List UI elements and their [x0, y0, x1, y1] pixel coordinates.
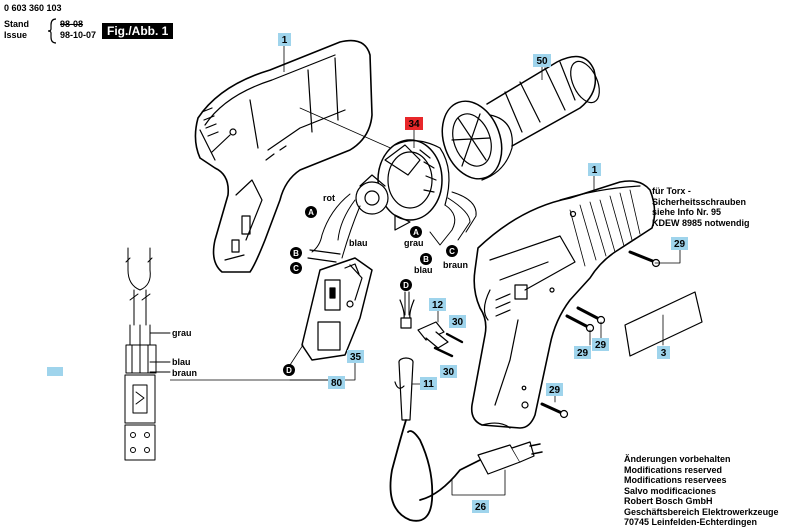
heating-element	[355, 139, 450, 231]
callout-29-d: 29	[546, 383, 563, 396]
footer-note: Änderungen vorbehalten Modifications res…	[624, 454, 779, 527]
marker-b-1: B	[290, 247, 302, 259]
svg-text:26: 26	[475, 502, 487, 513]
callout-34: 34	[405, 117, 423, 148]
cable-with-plug	[389, 291, 543, 522]
legend-swatch	[47, 367, 63, 376]
wire-label-braun-1: braun	[443, 260, 468, 270]
wire-label-blau-1: blau	[349, 238, 368, 248]
callout-29-a: 29	[671, 237, 688, 250]
torx-screws	[540, 250, 661, 419]
part-number: 0 603 360 103	[4, 3, 62, 13]
svg-text:B: B	[293, 249, 299, 258]
nozzle-tube	[486, 55, 600, 147]
stand-date: 98-08	[60, 19, 84, 29]
wire-label-rot: rot	[323, 193, 335, 203]
issue-date: 98-10-07	[60, 30, 97, 40]
marker-a-2: A	[410, 226, 422, 238]
svg-text:30: 30	[443, 367, 455, 378]
svg-text:29: 29	[549, 385, 561, 396]
air-guide	[441, 100, 513, 181]
wire-label-blau-3: blau	[172, 357, 191, 367]
svg-text:1: 1	[592, 165, 598, 176]
svg-text:11: 11	[423, 379, 434, 390]
issue-label: Issue	[4, 30, 28, 40]
callout-26: 26	[472, 500, 489, 513]
callout-1-left: 1	[278, 33, 291, 72]
wire-label-braun-2: braun	[172, 368, 197, 378]
svg-text:D: D	[286, 366, 292, 375]
svg-text:D: D	[403, 281, 409, 290]
wiring-schematic	[124, 247, 171, 461]
svg-text:12: 12	[432, 300, 444, 311]
svg-text:35: 35	[350, 352, 362, 363]
svg-text:C: C	[449, 247, 455, 256]
svg-text:C: C	[293, 264, 299, 273]
callout-11: 11	[420, 377, 437, 390]
marker-c-1: C	[290, 262, 302, 274]
svg-text:80: 80	[331, 378, 343, 389]
callout-3: 3	[657, 346, 670, 359]
cable-clamp	[417, 321, 464, 358]
wire-label-blau-2: blau	[414, 265, 433, 275]
marker-d-2: D	[400, 279, 412, 291]
svg-text:29: 29	[674, 239, 686, 250]
callout-1-right: 1	[588, 163, 601, 190]
svg-text:A: A	[413, 228, 419, 237]
figure-label: Fig./Abb. 1	[102, 23, 174, 39]
marker-b-2: B	[420, 253, 432, 265]
svg-text:3: 3	[661, 348, 667, 359]
callout-30-b: 30	[440, 365, 457, 378]
callout-29-c: 29	[592, 338, 609, 351]
svg-text:B: B	[423, 255, 429, 264]
switch-unit	[301, 249, 373, 361]
svg-text:50: 50	[536, 56, 548, 67]
wire-label-grau-1: grau	[404, 238, 424, 248]
svg-text:29: 29	[595, 340, 607, 351]
svg-text:34: 34	[408, 119, 420, 130]
marker-d-1: D	[283, 364, 295, 376]
bracket-brace	[47, 18, 57, 44]
callout-29-b: 29	[574, 346, 591, 359]
callout-80: 80	[170, 376, 345, 389]
callout-50: 50	[533, 54, 551, 80]
svg-text:1: 1	[282, 35, 288, 46]
svg-text:30: 30	[452, 317, 464, 328]
housing-half-right	[470, 180, 656, 429]
callout-12: 12	[429, 298, 446, 311]
marker-a-1: A	[305, 206, 317, 218]
stand-label: Stand	[4, 19, 30, 29]
wire-label-grau-2: grau	[172, 328, 192, 338]
torx-note: für Torx - Sicherheitsschrauben siehe In…	[652, 186, 750, 228]
svg-text:29: 29	[577, 348, 589, 359]
marker-c-2: C	[446, 245, 458, 257]
svg-text:A: A	[308, 208, 314, 217]
callout-35: 35	[347, 350, 364, 363]
housing-half-left	[194, 39, 373, 273]
callout-30-a: 30	[449, 315, 466, 328]
